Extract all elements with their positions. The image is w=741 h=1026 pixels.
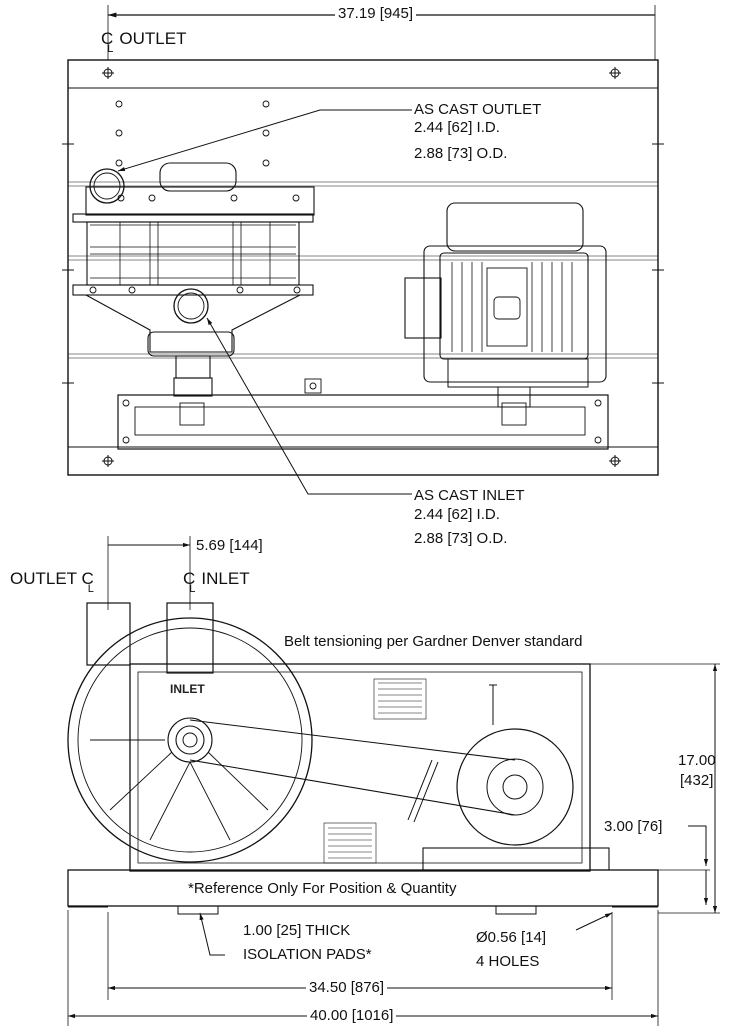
blower-volute [67,617,313,863]
centerline-symbol: C [81,569,94,588]
drive-belt [189,719,516,816]
inlet-callout-title: AS CAST INLET [414,487,525,504]
vent-panel [323,678,427,864]
holes-size-label: Ø0.56 [14] [476,929,547,946]
outlet-centerline-text: OUTLET [119,29,187,48]
height-value-label: 17.00 [678,752,716,769]
side-base [67,869,659,907]
inlet-callout-id: 2.44 [62] I.D. [414,506,500,523]
blower-top-cap [159,162,237,192]
belt-guard [117,394,609,450]
isolation-pads-line1: 1.00 [25] THICK [243,922,351,939]
side-view [67,536,720,1026]
motor-fan-cover [446,202,584,252]
inlet-leader [206,317,412,495]
top-outlet-pipe [89,168,125,204]
centerline-sub: L [87,583,94,596]
base-height-label: 3.00 [76] [604,818,663,835]
inlet-callout-od: 2.88 [73] O.D. [414,530,508,547]
enclosure-frame [129,663,591,872]
belt-tension-note: Belt tensioning per Gardner Denver stand… [284,633,583,650]
centerline-symbol: C [101,29,114,48]
side-outlet-pipe [86,602,131,666]
top-view [62,5,664,495]
blower-body [86,221,300,286]
isolation-pad-left [177,905,219,915]
isolation-pads-line2: ISOLATION PADS* [243,946,372,963]
outlet-callout-id: 2.44 [62] I.D. [414,119,500,136]
side-outlet-text: OUTLET [10,569,77,588]
motor-pulley [456,728,574,846]
centerline-sub: L [107,43,114,56]
inlet-plate-text: INLET [170,682,205,696]
side-inlet-text: INLET [201,569,250,588]
reference-note: *Reference Only For Position & Quantity [188,880,457,897]
holes-count-label: 4 HOLES [476,953,540,970]
top-inlet-pipe [173,288,209,324]
isolation-pad-right [495,905,537,915]
centerline-sub: L [189,583,196,596]
outlet-centerline-label: CL OUTLET [101,29,187,56]
centerline-offset-label: 5.69 [144] [196,537,263,554]
outlet-callout-title: AS CAST OUTLET [414,101,542,118]
motor-junction-box [404,277,442,339]
hole-spacing-label: 34.50 [876] [306,979,388,996]
height-metric-label: [432] [680,772,714,789]
side-inlet-label: CL INLET [183,569,250,596]
outlet-callout-od: 2.88 [73] O.D. [414,145,508,162]
outlet-leader [117,109,412,172]
overall-width-label: 37.19 [945] [335,5,417,22]
side-inlet-pipe [166,602,214,674]
side-outlet-label: OUTLET CL [10,569,100,596]
centerline-symbol: C [183,569,196,588]
overall-length-label: 40.00 [1016] [307,1007,397,1024]
motor-base [423,245,607,383]
base-plate [67,59,659,476]
